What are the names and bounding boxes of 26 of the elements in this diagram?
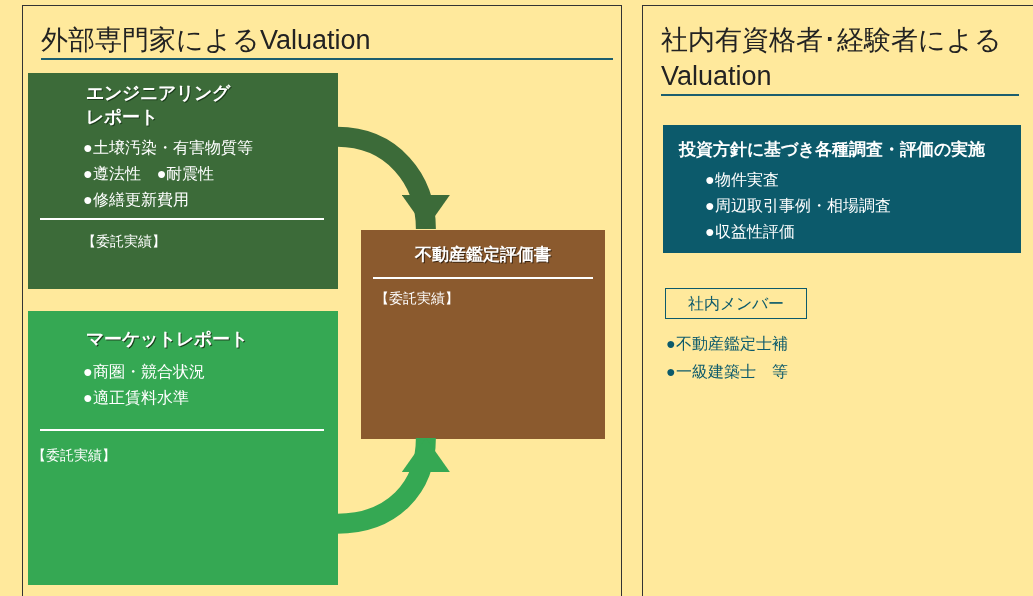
- section-label: 【委託実績】: [82, 232, 166, 251]
- bullet-item: ●遵法性 ●耐震性: [83, 164, 216, 184]
- section-label: 【委託実績】: [32, 446, 116, 465]
- bullet-item: ●商圏・競合状況: [83, 362, 205, 382]
- box-heading: マーケットレポート: [86, 328, 249, 351]
- box-heading: エンジニアリングレポート: [86, 82, 232, 129]
- info-box: [663, 125, 1021, 253]
- member-box: 社内メンバー: [665, 288, 807, 319]
- bullet-item: ●周辺取引事例・相場調査: [705, 196, 891, 216]
- box-heading: 投資方針に基づき各種調査・評価の実施: [679, 139, 985, 161]
- bullet-item: ●修繕更新費用: [83, 190, 190, 210]
- bullet-item: ●土壌汚染・有害物質等: [83, 138, 253, 158]
- panel: [642, 5, 1033, 596]
- bullet-item: ●収益性評価: [705, 222, 796, 242]
- box-heading: 不動産鑑定評価書: [414, 244, 552, 266]
- report-box: [28, 73, 338, 289]
- section-label: 【委託実績】: [375, 289, 459, 308]
- bullet-item: ●物件実査: [705, 170, 780, 190]
- member-item: ●一級建築士 等: [666, 362, 788, 382]
- panel-heading: 外部専門家によるValuation: [41, 22, 613, 60]
- panel-heading: 社内有資格者･経験者による Valuation: [661, 22, 1019, 96]
- panel: [22, 5, 622, 596]
- member-item: ●不動産鑑定士補: [666, 334, 788, 354]
- report-box: [28, 311, 338, 585]
- report-box: [361, 230, 605, 439]
- bullet-item: ●適正賃料水準: [83, 388, 190, 408]
